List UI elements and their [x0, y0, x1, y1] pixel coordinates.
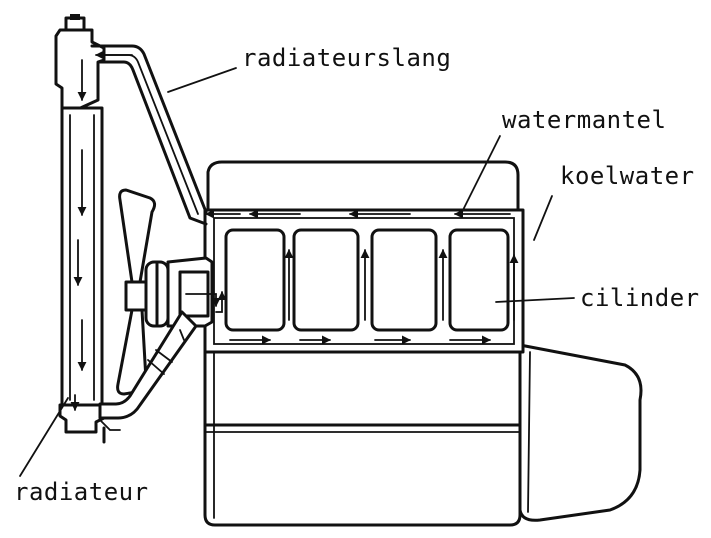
- leader-lines: [19, 67, 575, 477]
- label-radiateurslang: radiateurslang: [242, 44, 451, 72]
- leader-cilinder: [495, 297, 575, 303]
- radiator: [54, 14, 121, 444]
- water-pump: [166, 256, 227, 328]
- leader-watermantel: [461, 135, 501, 213]
- label-koelwater: koelwater: [560, 162, 695, 190]
- valve-cover: [206, 160, 520, 212]
- label-radiateur: radiateur: [14, 478, 149, 506]
- lower-radiator-hose: [98, 310, 198, 420]
- cooling-fan: [116, 188, 187, 396]
- cylinder-2: [292, 228, 360, 332]
- leader-koelwater: [533, 195, 553, 241]
- leader-radiateurslang: [167, 67, 237, 93]
- leader-radiateur: [19, 397, 69, 477]
- label-watermantel: watermantel: [502, 106, 666, 134]
- gearbox-housing: [518, 343, 643, 522]
- cylinder-3: [370, 228, 438, 332]
- coolant-flow-arrows: [205, 209, 519, 345]
- cylinder-1: [224, 228, 286, 332]
- cylinder-4: [448, 228, 510, 332]
- cylinders: [224, 228, 510, 332]
- upper-radiator-hose: [90, 44, 208, 226]
- label-cilinder: cilinder: [580, 284, 700, 312]
